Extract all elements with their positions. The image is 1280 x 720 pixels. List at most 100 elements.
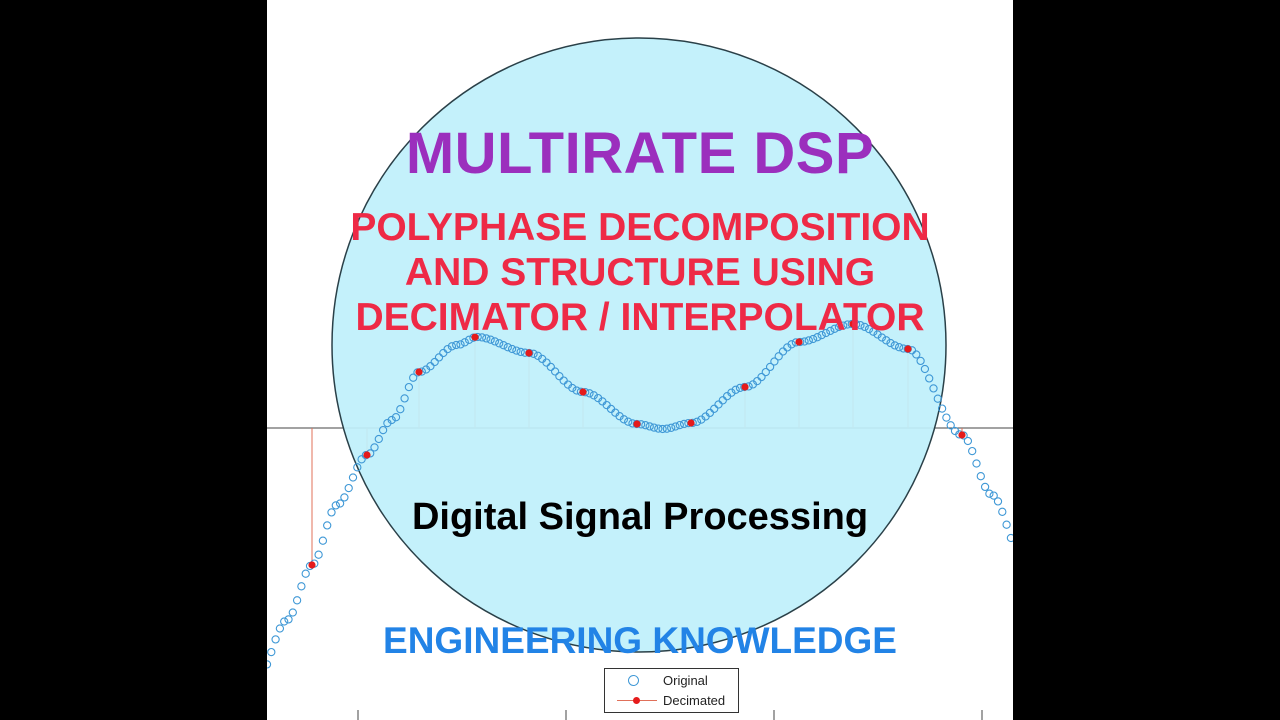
original-sample-marker <box>555 372 564 381</box>
original-sample-marker <box>882 336 891 345</box>
original-sample-marker <box>705 408 715 418</box>
original-sample-marker <box>327 508 336 517</box>
original-sample-marker <box>972 459 981 468</box>
original-sample-marker <box>348 473 358 482</box>
original-sample-marker <box>856 321 865 330</box>
original-sample-marker <box>757 372 766 382</box>
original-sample-marker <box>808 334 818 344</box>
original-sample-marker <box>675 420 684 430</box>
original-sample-marker <box>284 615 293 624</box>
original-sample-marker <box>297 582 306 591</box>
original-sample-marker <box>778 347 788 356</box>
original-sample-marker <box>1006 533 1013 543</box>
original-sample-marker <box>271 635 280 644</box>
original-sample-marker <box>267 660 272 669</box>
original-sample-marker <box>434 353 444 362</box>
original-sample-marker <box>370 443 379 452</box>
original-sample-marker <box>993 497 1003 506</box>
original-sample-marker <box>452 340 461 350</box>
original-sample-marker <box>516 347 525 357</box>
original-sample-marker <box>864 324 874 334</box>
original-sample-marker <box>275 624 285 633</box>
decimated-sample-marker <box>849 320 857 328</box>
original-sample-marker <box>456 340 465 349</box>
original-sample-marker <box>937 404 947 413</box>
decimated-sample-marker <box>687 419 695 427</box>
original-sample-marker <box>839 321 848 330</box>
original-sample-marker <box>267 647 276 657</box>
channel-name: ENGINEERING KNOWLEDGE <box>383 620 897 661</box>
decimated-sample-marker <box>904 345 912 353</box>
original-sample-marker <box>718 396 727 405</box>
original-sample-marker <box>391 413 401 422</box>
original-sample-marker <box>985 489 994 498</box>
decimated-sample-marker <box>795 338 803 346</box>
decimated-sample-marker <box>741 383 749 391</box>
original-sample-marker <box>503 343 512 352</box>
original-sample-marker <box>804 336 813 345</box>
original-sample-marker <box>860 322 869 332</box>
original-sample-marker <box>920 364 930 374</box>
original-sample-marker <box>649 423 659 432</box>
original-sample-marker <box>512 346 521 355</box>
original-sample-marker <box>976 472 985 481</box>
original-sample-marker <box>335 499 345 508</box>
decimated-sample-marker <box>633 420 641 428</box>
original-sample-marker <box>813 333 822 342</box>
original-sample-marker <box>826 326 835 336</box>
original-sample-marker <box>619 415 629 424</box>
original-sample-marker <box>400 394 409 403</box>
original-sample-marker <box>357 455 366 464</box>
original-sample-marker <box>550 367 560 376</box>
original-sample-marker <box>946 421 955 430</box>
original-sample-marker <box>998 507 1007 516</box>
original-sample-marker <box>387 415 396 425</box>
original-sample-marker <box>546 362 555 372</box>
original-sample-marker <box>353 463 362 472</box>
original-sample-marker <box>912 350 921 359</box>
original-samples <box>267 319 1013 669</box>
original-sample-marker <box>933 394 942 403</box>
original-sample-marker <box>727 388 736 397</box>
subtitle-line-3: DECIMATOR / INTERPOLATOR <box>355 296 925 339</box>
highlight-circle <box>331 37 947 653</box>
original-sample-marker <box>507 344 517 354</box>
original-sample-marker <box>834 322 844 332</box>
original-sample-marker <box>714 400 723 409</box>
original-sample-marker <box>731 385 740 394</box>
original-sample-marker <box>486 335 495 344</box>
original-sample-marker <box>916 356 925 366</box>
original-sample-marker <box>495 339 504 348</box>
original-sample-marker <box>787 340 796 349</box>
original-sample-marker <box>753 376 762 386</box>
original-sample-marker <box>761 367 770 377</box>
original-sample-marker <box>873 330 882 339</box>
original-sample-marker <box>989 491 998 500</box>
original-sample-marker <box>980 482 990 492</box>
original-sample-marker <box>378 425 388 435</box>
filled-dot-marker-icon <box>633 697 640 704</box>
decimated-sample-marker <box>471 333 479 341</box>
original-sample-marker <box>344 483 353 493</box>
original-sample-marker <box>963 436 973 446</box>
signal-plot <box>267 37 1013 720</box>
original-sample-marker <box>314 550 323 559</box>
original-sample-marker <box>765 362 775 372</box>
original-sample-marker <box>624 417 633 426</box>
original-sample-marker <box>499 341 508 350</box>
original-sample-marker <box>490 337 500 346</box>
original-sample-marker <box>890 341 899 350</box>
original-sample-marker <box>654 424 663 433</box>
original-sample-marker <box>869 327 878 336</box>
original-sample-marker <box>710 404 719 413</box>
original-sample-marker <box>340 493 349 502</box>
decimated-sample-marker <box>958 431 966 439</box>
original-sample-marker <box>460 338 469 347</box>
original-sample-marker <box>821 328 831 338</box>
original-sample-marker <box>658 424 667 434</box>
original-sample-marker <box>774 352 783 361</box>
original-sample-marker <box>430 357 439 367</box>
original-sample-marker <box>830 324 839 333</box>
legend-entry-original: Original <box>605 670 738 690</box>
original-sample-marker <box>925 374 934 383</box>
